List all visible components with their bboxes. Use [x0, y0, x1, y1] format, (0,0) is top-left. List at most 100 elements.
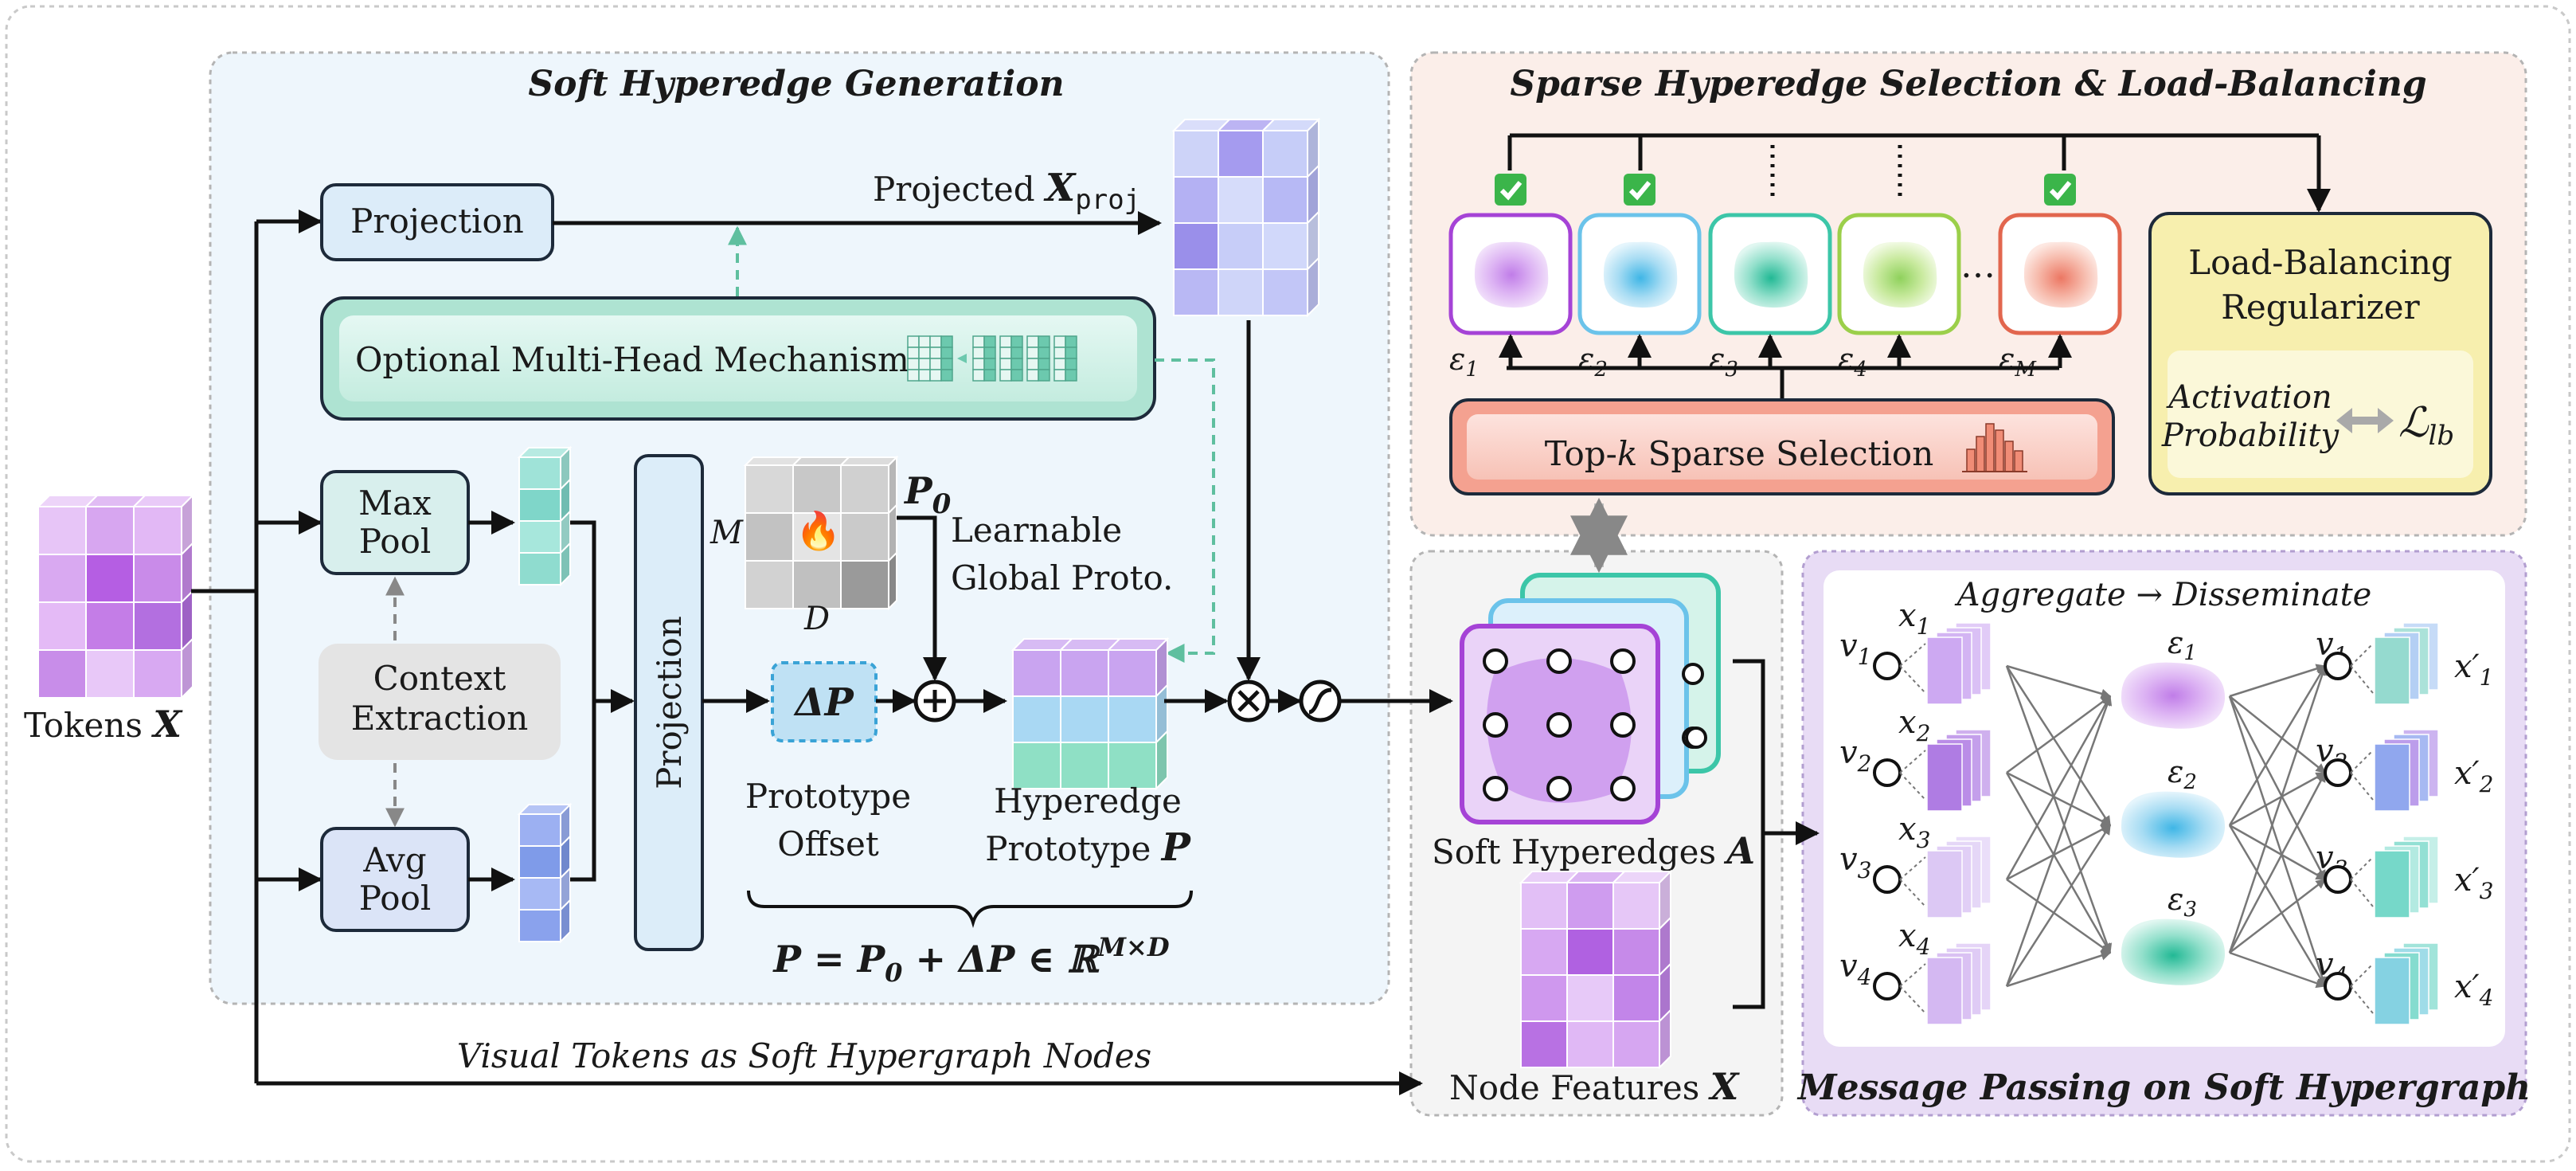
p0-cell-cell	[792, 560, 842, 609]
equation-brace	[747, 890, 1193, 928]
mp-output-label: x′2	[2454, 755, 2493, 797]
vertical-projection-label: Projection	[650, 616, 689, 789]
mh-grid-cell	[972, 347, 985, 359]
mp-output-node-circle	[2324, 758, 2352, 787]
multiply-operator	[1227, 679, 1270, 723]
learnable-label-2: Global Proto.	[951, 558, 1173, 597]
multi-head-grid-icon	[907, 335, 1077, 382]
mp-feature-label: x1	[1898, 597, 1930, 640]
p0-cell-cell	[745, 512, 794, 562]
soft-node	[1546, 648, 1572, 674]
p0-cell-top	[743, 456, 803, 466]
mp-disseminate-line	[2228, 771, 2327, 954]
checkmark-icon	[2044, 174, 2076, 206]
proto-cell-cell	[1060, 742, 1109, 789]
histogram-bar	[1966, 448, 1976, 472]
mh-arrow	[957, 354, 967, 363]
mp-hyperedge-label: ε3	[2168, 882, 2197, 922]
mh-grid-cell	[983, 369, 996, 382]
mp-output-slice	[2374, 850, 2410, 918]
mh-grid-cell	[983, 358, 996, 370]
mp-aggregate-line	[2006, 824, 2112, 881]
mp-output-node-circle	[2324, 972, 2352, 1001]
mh-grid-cell	[940, 335, 953, 348]
node-cube-cell	[1566, 928, 1614, 976]
soft-node	[1483, 712, 1508, 738]
mh-grid-cell	[1053, 335, 1066, 348]
mh-grid-cell	[929, 369, 942, 382]
mp-aggregate-line	[2006, 950, 2112, 988]
mh-grid-cell	[1010, 369, 1023, 382]
lb-loss: ℒlb	[2398, 399, 2454, 452]
mp-edges-lines	[2005, 664, 2328, 989]
maxpool-cell-cell	[518, 520, 561, 554]
hyperedge-blob	[1603, 241, 1678, 308]
soft-node	[1610, 648, 1636, 674]
mp-node-circle	[1873, 972, 1902, 1001]
p0-cell-cell	[745, 560, 794, 609]
mh-grid-cell	[918, 347, 931, 359]
mp-feature-label: x4	[1898, 918, 1930, 960]
histogram-bar	[2004, 441, 2014, 472]
projected-cube-cell	[1262, 176, 1308, 224]
mh-grid-cell	[1026, 369, 1039, 382]
mp-output-node-circle	[2324, 865, 2352, 894]
mp-aggregate-line	[2005, 824, 2112, 987]
node-cube-cell	[1520, 1020, 1568, 1068]
mp-disseminate-line	[2228, 824, 2327, 988]
node-cube-cell	[1566, 1020, 1614, 1068]
mp-aggregate-line	[2006, 664, 2112, 699]
mp-node-label: v3	[1839, 841, 1871, 883]
tokens-cube-cell	[85, 649, 135, 699]
proto-cell-cell	[1012, 649, 1061, 697]
mh-grid-cell	[940, 358, 953, 370]
soft-hyperedges-label: Soft Hyperedges A	[1432, 829, 1755, 872]
delta-p-label: ΔP	[793, 680, 854, 725]
projected-cube-cell	[1173, 130, 1219, 178]
soft-node	[1546, 776, 1572, 801]
hyperedge-card: ε4	[1837, 213, 1961, 382]
mh-grid-cell	[1038, 369, 1050, 382]
node-cube-cell	[1612, 928, 1660, 976]
soft-node	[1546, 712, 1572, 738]
visual-tokens-label: Visual Tokens as Soft Hypergraph Nodes	[457, 1036, 1151, 1075]
outer-frame	[5, 5, 2571, 1163]
panel-message-title: Message Passing on Soft Hypergraph	[1796, 1067, 2531, 1108]
mp-feature-slice	[1926, 850, 1963, 918]
mp-disseminate-line	[2229, 951, 2327, 989]
mh-grid-cell	[1065, 369, 1077, 382]
selection-top-connectors	[1507, 133, 2331, 213]
mp-output-connector	[2350, 750, 2374, 773]
avgpool-cell-top	[517, 804, 573, 815]
offset-label-1: Prototype	[745, 777, 911, 816]
mh-grid-cell	[929, 347, 942, 359]
mp-output-slice	[2374, 957, 2410, 1025]
avg-pool-label-1: Avg	[362, 840, 426, 879]
mp-output-connector	[2350, 643, 2374, 667]
max-pool-label-1: Max	[358, 484, 432, 523]
node-features-label: Node Features X	[1449, 1065, 1741, 1108]
hyperedge-blob	[1474, 241, 1549, 308]
p0-cell-cell	[792, 464, 842, 514]
checkmark-icon	[1624, 174, 1655, 206]
histogram-bar	[2014, 450, 2023, 472]
avgpool-cell-cell	[518, 845, 561, 879]
p0-arrow	[897, 515, 947, 681]
tokens-cube-cell	[133, 601, 182, 651]
mp-output-connector	[2350, 856, 2374, 880]
proto-cell-cell	[1060, 695, 1109, 743]
p0-cell-top	[838, 456, 899, 466]
projected-cube-cell	[1173, 176, 1219, 224]
avg-pool-label-2: Pool	[359, 879, 432, 918]
context-label-2: Extraction	[351, 699, 529, 738]
mh-grid-cell	[1038, 358, 1050, 370]
mp-disseminate-line	[2229, 664, 2327, 698]
soft-node	[1610, 776, 1636, 801]
tokens-cube-cell	[85, 601, 135, 651]
checkmark-icon	[1495, 174, 1526, 206]
lb-activation-1: Activation	[2165, 379, 2332, 416]
projection-label: Projection	[350, 202, 524, 241]
node-cube-cell	[1566, 974, 1614, 1022]
